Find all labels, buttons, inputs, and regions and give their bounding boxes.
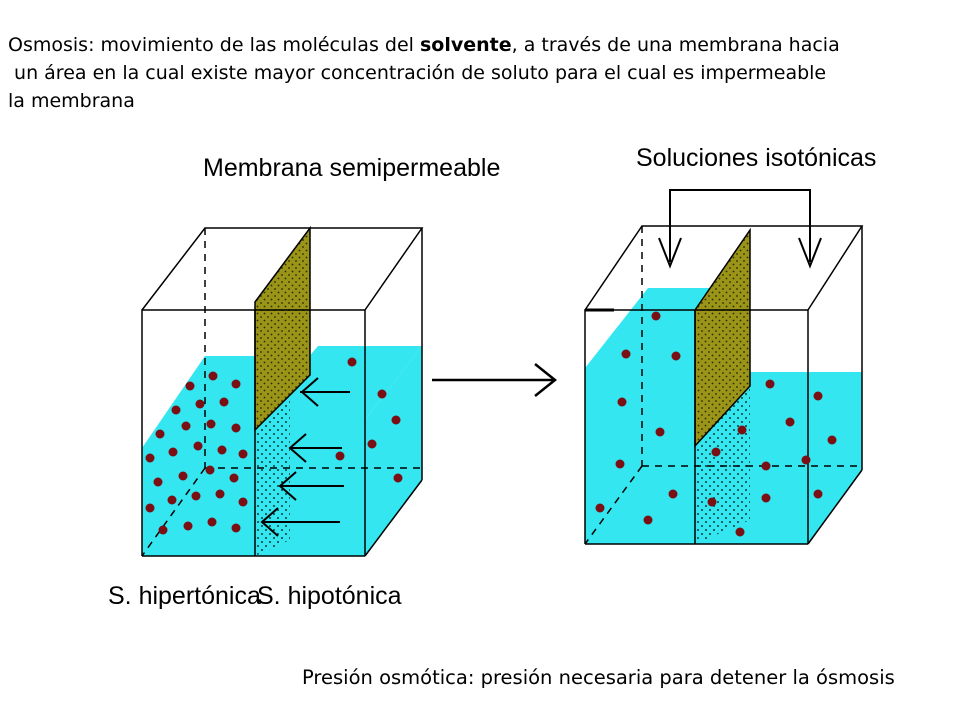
isotonic-label: Soluciones isotónicas	[636, 144, 876, 172]
water-left-front	[142, 448, 255, 556]
intro-text: Osmosis: movimiento de las moléculas del…	[8, 31, 953, 115]
intro-line-1: Osmosis: movimiento de las moléculas del…	[8, 31, 953, 59]
isotonic-box	[584, 189, 864, 545]
hypertonic-label: S. hipertónica	[108, 582, 261, 610]
hypotonic-label: S. hipotónica	[257, 582, 402, 610]
intro-line-1-start: Osmosis: movimiento de las moléculas del	[8, 34, 420, 56]
solvent-flow-arrows	[260, 377, 350, 537]
hypertonic-hypotonic-box	[141, 225, 424, 557]
isotonic-pointer-arrows	[658, 189, 822, 269]
intro-line-2: un área en la cual existe mayor concentr…	[8, 62, 827, 84]
water-iso-left	[585, 368, 695, 544]
solute-particles-hypertonic	[145, 371, 248, 535]
water-right-side	[365, 346, 422, 556]
intro-line-1-end: , a través de una membrana hacia	[511, 34, 840, 56]
osmotic-pressure-definition: Presión osmótica: presión necesaria para…	[302, 666, 895, 689]
membrane-label: Membrana semipermeable	[203, 154, 500, 182]
solute-particles-isotonic	[595, 311, 837, 537]
water-right-surface	[255, 346, 422, 420]
intro-bold-word: solvente	[419, 34, 512, 56]
water-iso-right-side	[808, 372, 862, 544]
intro-line-3: la membrana	[8, 90, 135, 112]
transition-arrow-icon	[432, 363, 558, 397]
solute-particles-hypotonic	[335, 357, 403, 483]
